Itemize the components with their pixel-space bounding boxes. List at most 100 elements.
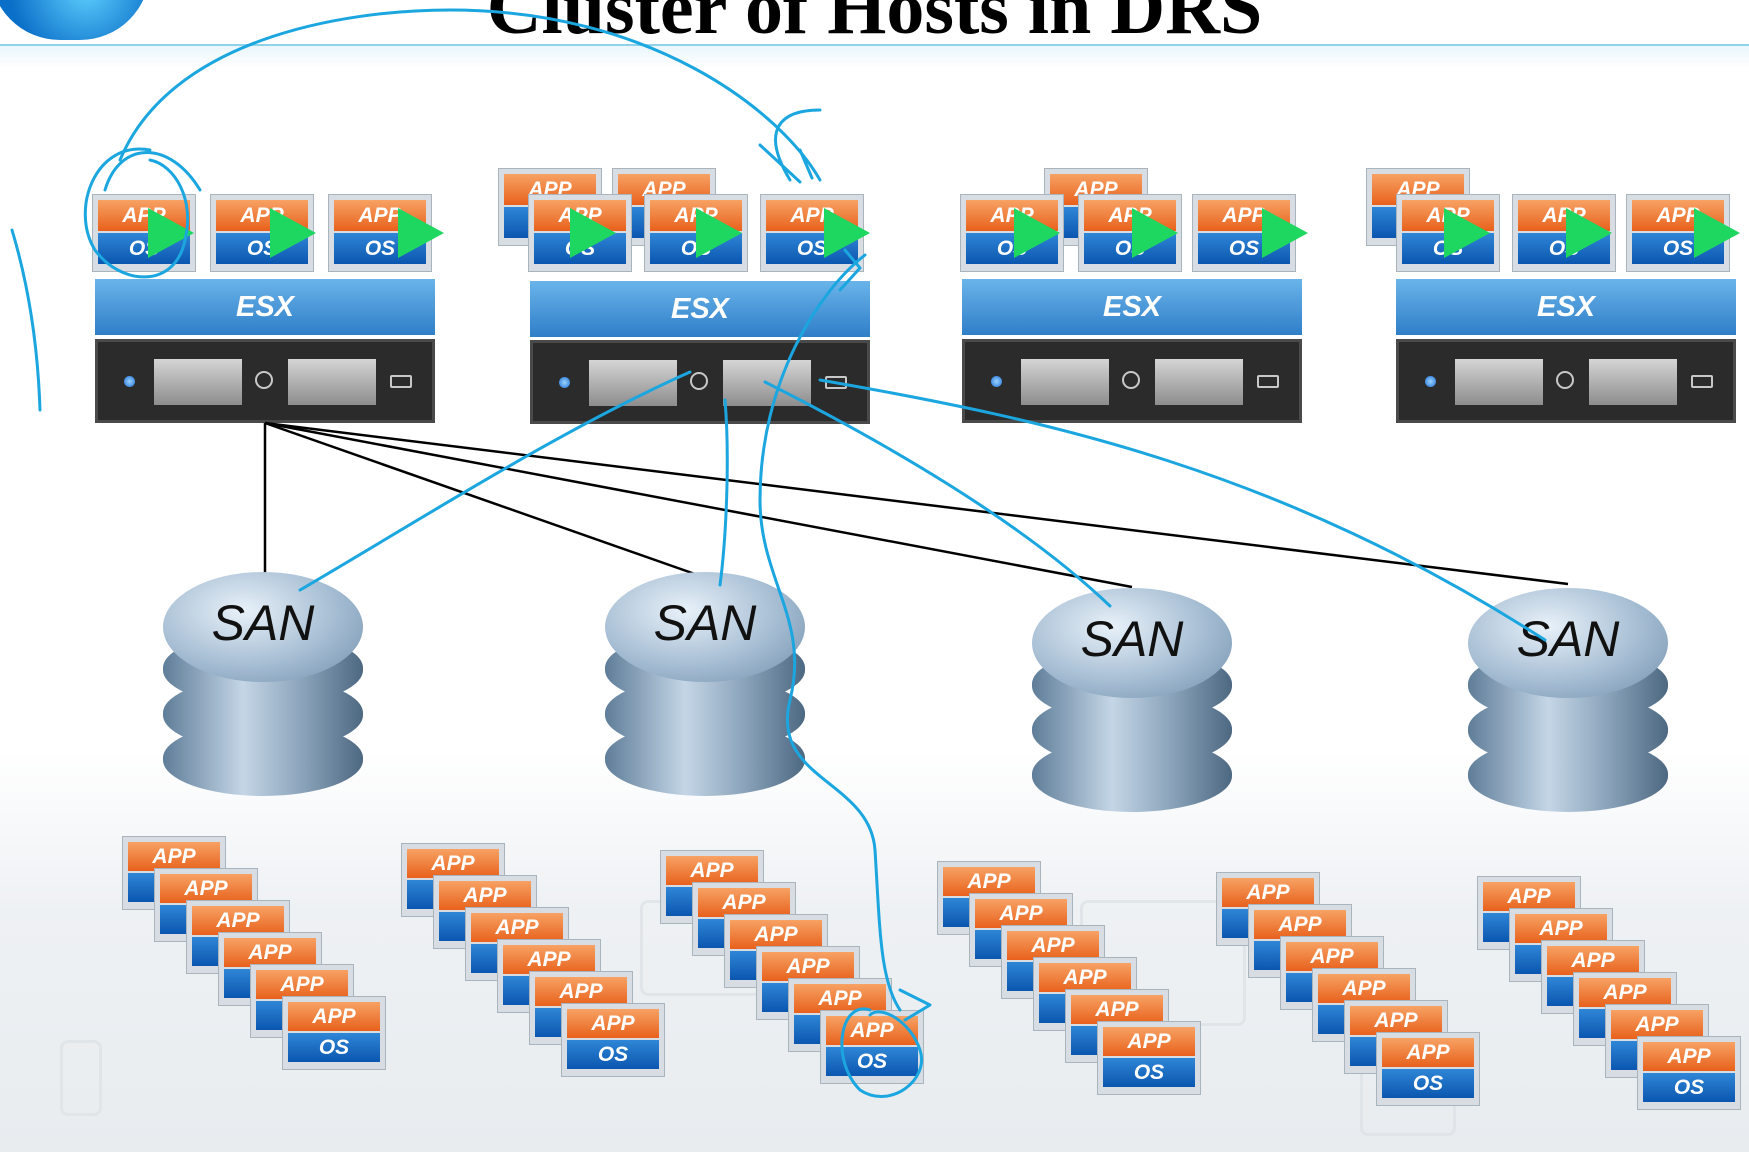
power-button-icon [1122, 371, 1140, 389]
annotation-stroke [763, 380, 1112, 608]
media-slot-icon [1691, 375, 1713, 388]
app-label: APP [1007, 931, 1099, 960]
app-label: APP [794, 984, 886, 1013]
annotation-stroke [298, 370, 692, 592]
power-led-icon [124, 376, 135, 387]
background-decoration [60, 1040, 102, 1116]
app-label: APP [1483, 882, 1575, 911]
play-icon [570, 208, 616, 258]
annotation-stroke [718, 398, 729, 587]
drive-bay [1155, 359, 1243, 405]
power-led-icon [1425, 376, 1436, 387]
esx-hypervisor-2: ESX [530, 281, 870, 337]
esx-hypervisor-4: ESX [1396, 279, 1736, 335]
play-icon [1014, 208, 1060, 258]
os-label: OS [567, 1040, 659, 1069]
disk-top [605, 572, 805, 682]
app-label: APP [1382, 1038, 1474, 1067]
disk-top [1032, 588, 1232, 698]
os-label: OS [1103, 1058, 1195, 1087]
play-icon [398, 208, 444, 258]
connector-line [264, 421, 713, 582]
server-3[interactable] [962, 339, 1302, 423]
drive-bay [154, 359, 242, 405]
annotation-stroke [840, 1007, 924, 1098]
app-label: APP [1579, 978, 1671, 1007]
app-label: APP [698, 888, 790, 917]
app-label: APP [1643, 1042, 1735, 1071]
play-icon [824, 208, 870, 258]
disk-top [163, 572, 363, 682]
play-icon [270, 208, 316, 258]
drive-bay [1021, 359, 1109, 405]
annotation-stroke [83, 147, 190, 279]
app-label: APP [1547, 946, 1639, 975]
app-label: APP [535, 977, 627, 1006]
play-icon [1132, 208, 1178, 258]
app-label: APP [1254, 910, 1346, 939]
server-1[interactable] [95, 339, 435, 423]
app-label: APP [975, 899, 1067, 928]
app-label: APP [1515, 914, 1607, 943]
annotation-stroke [838, 248, 862, 292]
app-label: APP [1222, 878, 1314, 907]
app-label: APP [567, 1009, 659, 1038]
connector-line [264, 421, 1569, 586]
slide-title: Cluster of Hosts in DRS [486, 0, 1263, 50]
drive-bay [1589, 359, 1677, 405]
drive-bay [1455, 359, 1543, 405]
app-label: APP [730, 920, 822, 949]
app-label: APP [1318, 974, 1410, 1003]
app-label: APP [826, 1016, 918, 1045]
title-band [0, 44, 1749, 68]
os-label: OS [1643, 1073, 1735, 1102]
media-slot-icon [1257, 375, 1279, 388]
play-icon [696, 208, 742, 258]
app-label: APP [160, 874, 252, 903]
disk-top [1468, 588, 1668, 698]
app-label: APP [1611, 1010, 1703, 1039]
app-label: APP [1103, 1027, 1195, 1056]
esx-hypervisor-1: ESX [95, 279, 435, 335]
play-icon [1262, 208, 1308, 258]
power-led-icon [559, 377, 570, 388]
server-4[interactable] [1396, 339, 1736, 423]
connector-line [264, 421, 1133, 589]
app-label: APP [224, 938, 316, 967]
play-icon [1566, 208, 1612, 258]
app-label: APP [762, 952, 854, 981]
media-slot-icon [390, 375, 412, 388]
san-storage-2[interactable]: SAN [605, 572, 805, 802]
host-1-vm-2[interactable]: APP OS [210, 194, 314, 272]
app-label: APP [256, 970, 348, 999]
san-label: SAN [1516, 611, 1620, 667]
annotation-stroke [898, 988, 932, 1022]
app-label: APP [1286, 942, 1378, 971]
drive-bay [288, 359, 376, 405]
san-storage-1[interactable]: SAN [163, 572, 363, 802]
app-label: APP [471, 913, 563, 942]
app-label: APP [943, 867, 1035, 896]
san-label: SAN [653, 595, 757, 651]
app-label: APP [1350, 1006, 1442, 1035]
app-label: APP [288, 1002, 380, 1031]
play-icon [1694, 208, 1740, 258]
san-storage-4[interactable]: SAN [1468, 588, 1668, 818]
power-button-icon [255, 371, 273, 389]
app-label: APP [1039, 963, 1131, 992]
san-storage-3[interactable]: SAN [1032, 588, 1232, 818]
power-button-icon [690, 372, 708, 390]
play-icon [1444, 208, 1490, 258]
esx-hypervisor-3: ESX [962, 279, 1302, 335]
app-label: APP [192, 906, 284, 935]
app-label: APP [128, 842, 220, 871]
